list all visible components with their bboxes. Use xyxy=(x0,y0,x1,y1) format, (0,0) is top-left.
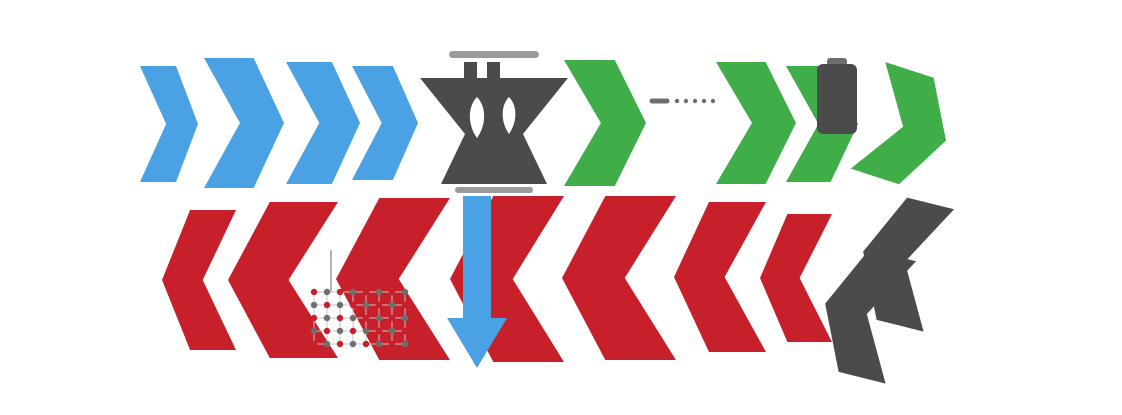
corner-arrow-1 xyxy=(863,197,955,332)
melt-body xyxy=(420,78,568,184)
lattice-group xyxy=(310,250,409,348)
lattice-atom-red xyxy=(375,301,383,309)
blue-arrow-4 xyxy=(352,66,418,180)
lattice-atom-slate xyxy=(349,340,357,348)
lattice-atom-slate xyxy=(375,314,383,322)
lattice-atom-red xyxy=(310,288,318,296)
quench-down-arrow xyxy=(447,196,507,368)
red-arrow-6 xyxy=(228,202,338,358)
melt-dropper-icon xyxy=(420,51,568,193)
arrows-layer xyxy=(140,58,955,384)
lattice-atom-red xyxy=(349,301,357,309)
lattice-atom-slate xyxy=(401,314,409,322)
slab-icon xyxy=(817,58,857,134)
green-arrow-2 xyxy=(716,62,796,184)
lattice-atom-slate xyxy=(401,340,409,348)
lattice-atom-red xyxy=(362,288,370,296)
lattice-atom-slate xyxy=(388,327,396,335)
lattice-atom-red xyxy=(388,314,396,322)
lattice-atom-slate xyxy=(323,288,331,296)
lattice-atom-slate xyxy=(323,340,331,348)
red-arrow-3 xyxy=(562,196,676,360)
lattice-atom-slate xyxy=(310,327,318,335)
lattice-atom-red xyxy=(336,314,344,322)
green-arrow-1 xyxy=(564,60,646,186)
lattice-atom-red xyxy=(401,327,409,335)
green-arrow-4 xyxy=(850,62,946,185)
connector-dot xyxy=(701,98,707,104)
lattice-atom-slate xyxy=(401,288,409,296)
lattice-atom-red xyxy=(375,327,383,335)
droplet-right-icon xyxy=(502,97,516,134)
slab-body xyxy=(817,64,857,134)
lattice-atom-slate xyxy=(349,288,357,296)
lattice-atom-red xyxy=(336,340,344,348)
crystal-lattice xyxy=(310,288,409,348)
red-arrow-7 xyxy=(162,210,236,350)
blue-arrow-2 xyxy=(204,58,284,188)
lattice-atom-slate xyxy=(349,314,357,322)
lattice-atom-red xyxy=(336,288,344,296)
blue-arrow-1 xyxy=(140,66,198,182)
droplet-left-icon xyxy=(469,97,485,138)
lattice-atom-red xyxy=(323,301,331,309)
blue-arrow-3 xyxy=(286,62,360,184)
connector-dot xyxy=(710,98,716,104)
lattice-atom-slate xyxy=(388,301,396,309)
red-arrow-2 xyxy=(674,202,766,352)
lattice-atom-slate xyxy=(336,327,344,335)
lattice-atom-red xyxy=(388,340,396,348)
down-arrow-head xyxy=(447,318,507,368)
melt-top-bar xyxy=(449,51,539,58)
lattice-atom-slate xyxy=(375,288,383,296)
lattice-atom-red xyxy=(323,327,331,335)
melt-stem-left xyxy=(464,62,477,78)
lattice-atom-red xyxy=(310,314,318,322)
connector-dot xyxy=(683,98,689,104)
melt-stem-right xyxy=(487,62,500,78)
lattice-atom-slate xyxy=(362,301,370,309)
lattice-atom-slate xyxy=(336,301,344,309)
lattice-atom-red xyxy=(388,288,396,296)
lattice-atom-red xyxy=(362,314,370,322)
corner-arrow-2 xyxy=(825,249,917,384)
lattice-atom-red xyxy=(401,301,409,309)
connector-dot xyxy=(674,98,680,104)
lattice-atom-red xyxy=(310,340,318,348)
connector-dot xyxy=(692,98,698,104)
down-arrow-shaft xyxy=(463,196,491,322)
lattice-atom-red xyxy=(349,327,357,335)
melt-bottom-bar xyxy=(455,187,533,193)
lattice-atom-red xyxy=(362,340,370,348)
lattice-atom-slate xyxy=(323,314,331,322)
red-arrow-1 xyxy=(760,214,832,342)
lattice-atom-slate xyxy=(362,327,370,335)
lattice-atom-slate xyxy=(310,301,318,309)
dash-dot-connector xyxy=(649,98,716,104)
lattice-atom-slate xyxy=(375,340,383,348)
